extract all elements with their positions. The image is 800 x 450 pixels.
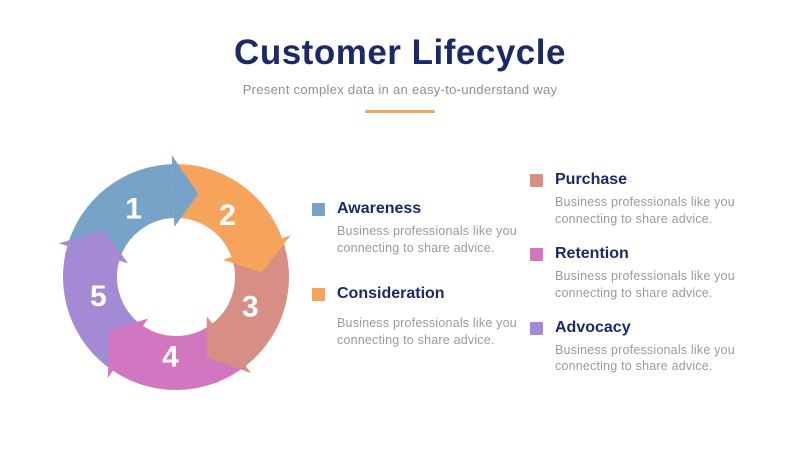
legend-label: Awareness (337, 200, 422, 217)
legend-label: Consideration (337, 284, 445, 302)
cycle-step-number: 1 (125, 193, 142, 226)
cycle-arrowhead-icon (171, 155, 199, 228)
legend-description: Business professionals like you connecti… (555, 195, 735, 226)
legend-description: Business professionals like you connecti… (337, 224, 517, 255)
accent-divider (365, 109, 435, 113)
cycle-step-number: 3 (242, 290, 259, 323)
cycle-arrowhead-icon (107, 318, 149, 379)
legend-swatch-icon (312, 287, 325, 301)
legend-label: Retention (555, 244, 629, 262)
slide-header: Customer Lifecycle Present complex data … (0, 33, 800, 113)
legend-swatch-icon (312, 203, 325, 216)
cycle-step-number: 4 (162, 340, 179, 373)
legend-description: Business professionals like you connecti… (555, 343, 735, 374)
legend-swatch-icon (530, 321, 543, 335)
cycle-arrowhead-icon (58, 230, 128, 264)
legend-description: Business professionals like you connecti… (555, 269, 735, 300)
cycle-step-number: 5 (90, 280, 107, 313)
customer-lifecycle-cycle-diagram: 1 2 3 4 5 (26, 127, 326, 427)
legend-label: Advocacy (555, 318, 631, 336)
cycle-arrowhead-icon (206, 316, 252, 374)
legend-swatch-icon (530, 247, 543, 261)
cycle-arrows-graphic: 1 2 3 4 5 (58, 155, 291, 390)
legend-description: Business professionals like you connecti… (337, 316, 517, 347)
cycle-step-number: 2 (219, 199, 236, 232)
page-subtitle: Present complex data in an easy-to-under… (242, 81, 558, 97)
cycle-arrowhead-icon (222, 235, 291, 273)
legend-label: Purchase (555, 171, 628, 188)
page-title: Customer Lifecycle (234, 33, 566, 72)
legend-swatch-icon (530, 174, 543, 187)
